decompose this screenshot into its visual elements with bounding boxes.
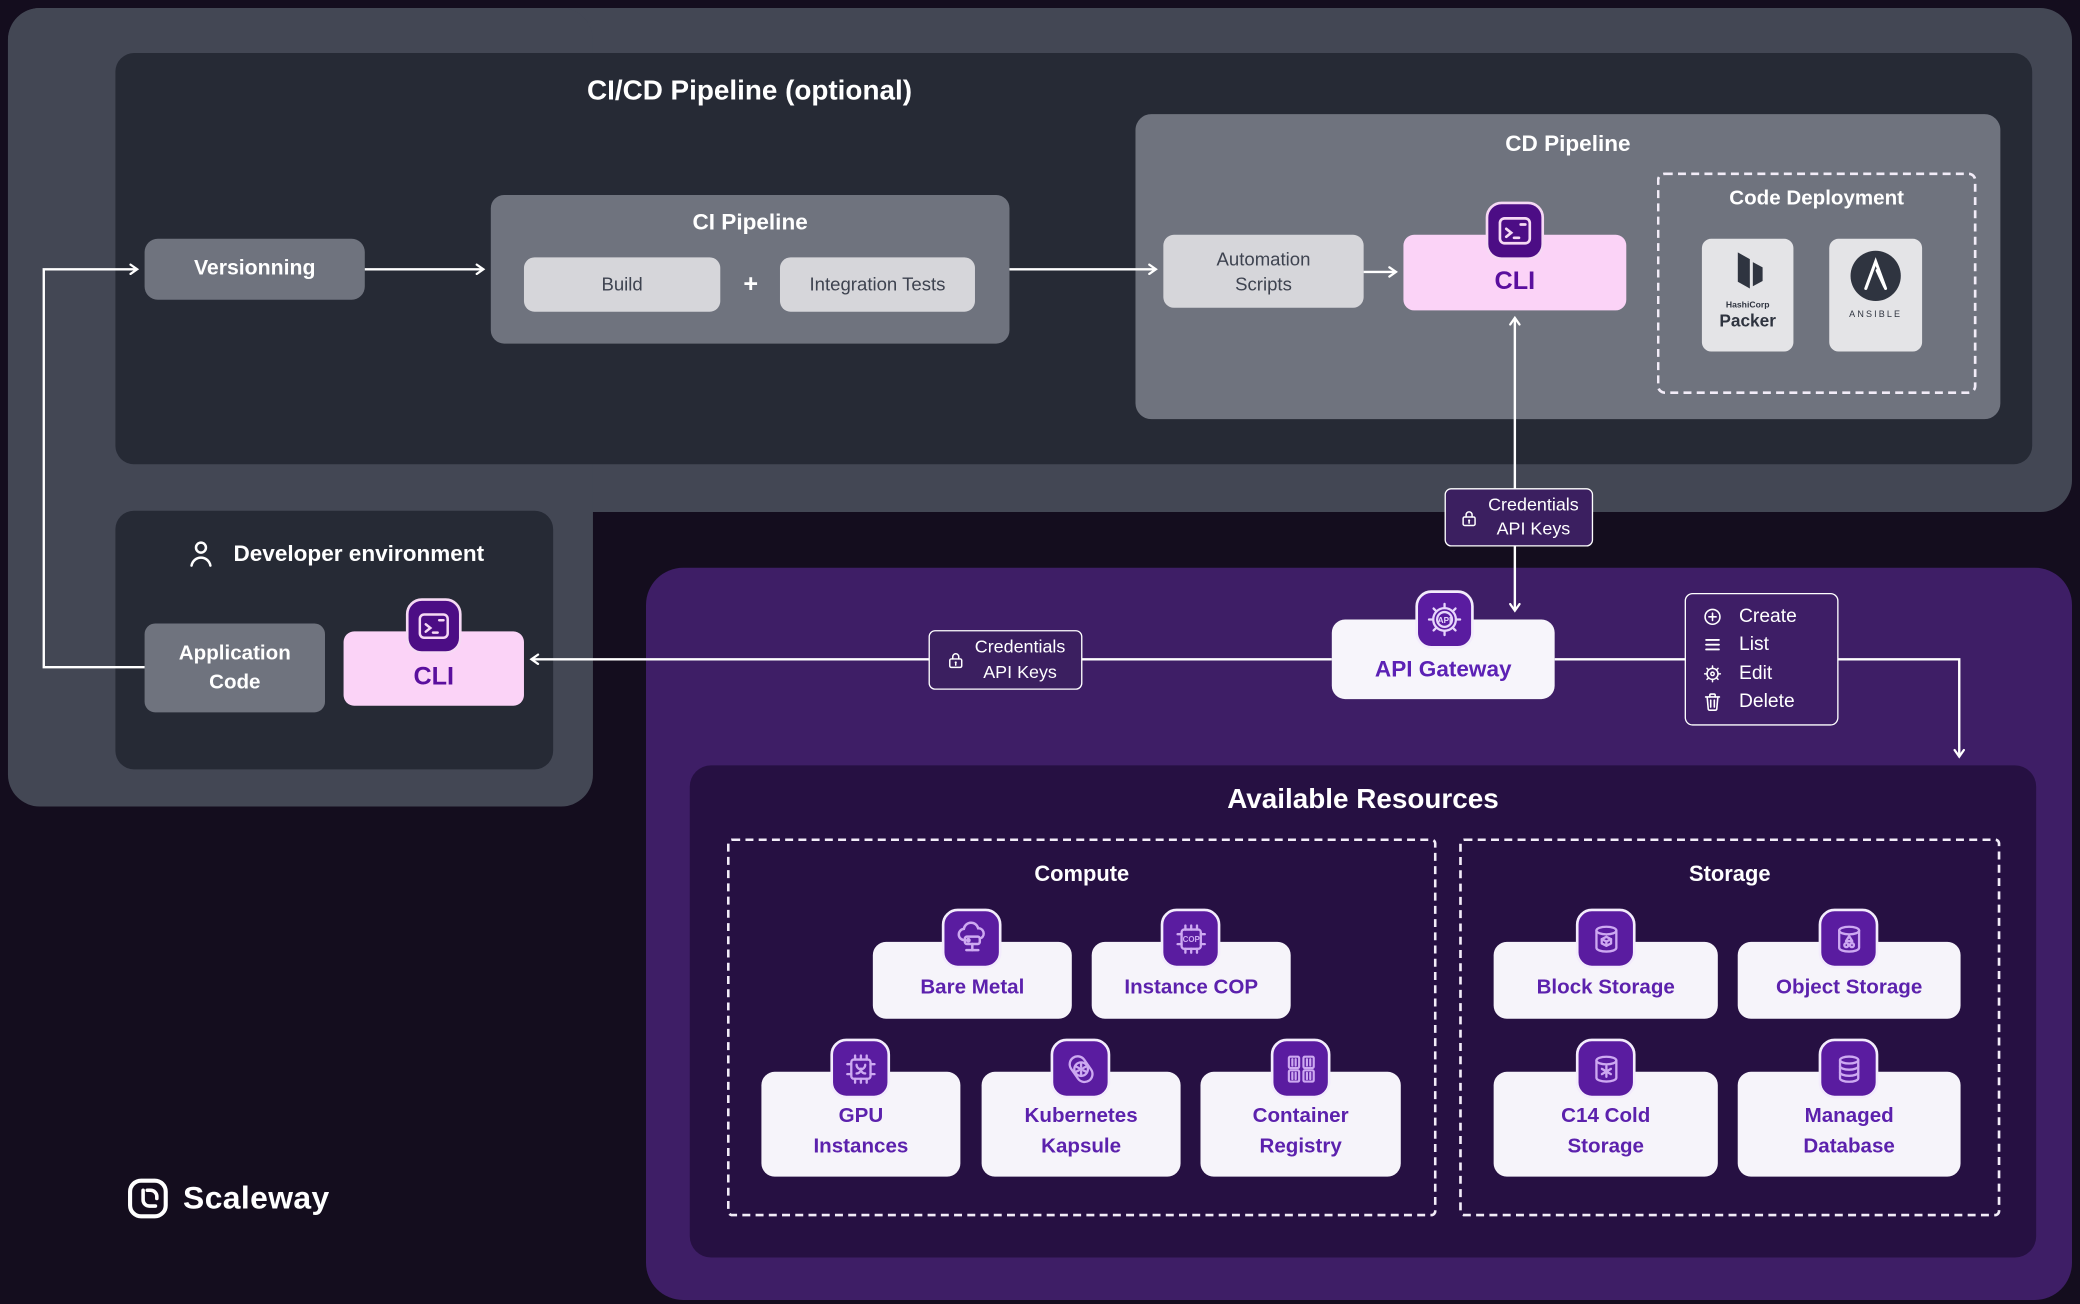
- menu-item-delete[interactable]: Delete: [1702, 691, 1821, 712]
- trash-icon: [1704, 693, 1721, 711]
- person-icon: [190, 541, 212, 567]
- container-registry-label: Container Registry: [1252, 1105, 1349, 1158]
- credentials-line2: API Keys: [983, 661, 1057, 682]
- ansible-card[interactable]: ANSIBLE: [1829, 238, 1923, 352]
- gpu-instances-icon: [830, 1038, 891, 1099]
- block-storage-icon: [1575, 908, 1636, 969]
- cd-pipeline-title: CD Pipeline: [1505, 131, 1631, 157]
- code-deployment-title: Code Deployment: [1729, 187, 1905, 210]
- terminal-icon: [1485, 201, 1545, 260]
- integration-tests-label: Integration Tests: [809, 273, 946, 295]
- packer-name: Packer: [1719, 310, 1776, 331]
- menu-item-label: Create: [1739, 606, 1797, 628]
- versionning-box[interactable]: Versionning: [144, 238, 365, 300]
- c14-cold-storage-label: C14 Cold Storage: [1561, 1105, 1651, 1158]
- gear-icon: [1703, 664, 1722, 683]
- bare-metal-label: Bare Metal: [920, 975, 1025, 999]
- object-storage-icon: [1818, 908, 1879, 969]
- versionning-label: Versionning: [193, 257, 316, 280]
- packer-card[interactable]: HashiCorp Packer: [1701, 238, 1794, 352]
- chip-cop-text: COP: [1182, 934, 1200, 943]
- cd-cli-label: CLI: [1494, 267, 1536, 296]
- arrow-appcode-to-versionning: [42, 263, 145, 669]
- menu-item-label: List: [1739, 634, 1769, 656]
- automation-scripts-label: Automation Scripts: [1216, 247, 1311, 294]
- lock-icon: [1462, 510, 1476, 526]
- scaleway-icon: [128, 1178, 168, 1219]
- packer-icon: [1737, 252, 1762, 289]
- storage-title: Storage: [1689, 862, 1771, 887]
- lock-icon: [948, 653, 963, 669]
- instance-cop-label: Instance COP: [1124, 975, 1259, 999]
- api-gateway-icon: API: [1415, 590, 1474, 649]
- menu-item-list[interactable]: List: [1702, 635, 1821, 656]
- menu-item-label: Delete: [1739, 691, 1795, 713]
- actions-menu: Create List Edit Del: [1684, 592, 1839, 726]
- automation-scripts-box[interactable]: Automation Scripts: [1163, 234, 1364, 308]
- code-deployment-box: Code Deployment: [1656, 172, 1977, 394]
- available-resources-title: Available Resources: [1227, 783, 1499, 815]
- menu-item-label: Edit: [1739, 662, 1773, 685]
- managed-database-label: Managed Database: [1803, 1105, 1895, 1158]
- compute-section: [726, 838, 1437, 1217]
- create-icon: [1704, 608, 1721, 626]
- credentials-line2: API Keys: [1496, 518, 1571, 539]
- api-icon-text: API: [1438, 616, 1452, 625]
- kubernetes-kapsule-icon: [1050, 1038, 1111, 1099]
- credentials-line1: Credentials: [1488, 494, 1579, 515]
- credentials-line1: Credentials: [974, 637, 1066, 657]
- application-code-box[interactable]: Application Code: [144, 623, 325, 713]
- build-box[interactable]: Build: [523, 257, 721, 312]
- kubernetes-kapsule-label: Kubernetes Kapsule: [1024, 1105, 1138, 1158]
- menu-item-edit[interactable]: Edit: [1702, 663, 1821, 684]
- cicd-title: CI/CD Pipeline (optional): [586, 75, 912, 107]
- dev-cli-label: CLI: [413, 663, 455, 692]
- bare-metal-icon: [941, 908, 1002, 969]
- gpu-instances-label: GPU Instances: [813, 1105, 909, 1158]
- ansible-name: ANSIBLE: [1849, 310, 1903, 320]
- plus-sign: +: [743, 269, 759, 298]
- credentials-badge-cd: Credentials API Keys: [1444, 488, 1594, 547]
- menu-item-create[interactable]: Create: [1702, 606, 1821, 627]
- terminal-icon: [405, 598, 462, 654]
- instance-cop-icon: COP: [1160, 908, 1221, 969]
- c14-cold-storage-icon: [1575, 1038, 1636, 1099]
- ansible-icon: [1850, 250, 1901, 302]
- credentials-badge-cli: Credentials API Keys: [928, 630, 1083, 690]
- brand-name: Scaleway: [183, 1179, 330, 1216]
- packer-brand: HashiCorp: [1725, 301, 1770, 311]
- build-label: Build: [601, 273, 643, 295]
- brand-logo: Scaleway: [127, 1178, 329, 1219]
- api-gateway-box[interactable]: API Gateway: [1331, 619, 1555, 700]
- storage-section: [1459, 838, 2001, 1217]
- block-storage-label: Block Storage: [1536, 975, 1675, 999]
- ci-pipeline-title: CI Pipeline: [692, 209, 808, 235]
- api-gateway-label: API Gateway: [1374, 656, 1512, 682]
- application-code-label: Application Code: [178, 641, 291, 694]
- list-icon: [1705, 639, 1720, 651]
- managed-database-icon: [1818, 1038, 1879, 1099]
- container-registry-icon: [1270, 1038, 1331, 1099]
- developer-env-title: Developer environment: [233, 540, 485, 566]
- integration-tests-box[interactable]: Integration Tests: [779, 257, 975, 312]
- compute-title: Compute: [1034, 862, 1130, 887]
- object-storage-label: Object Storage: [1776, 975, 1923, 999]
